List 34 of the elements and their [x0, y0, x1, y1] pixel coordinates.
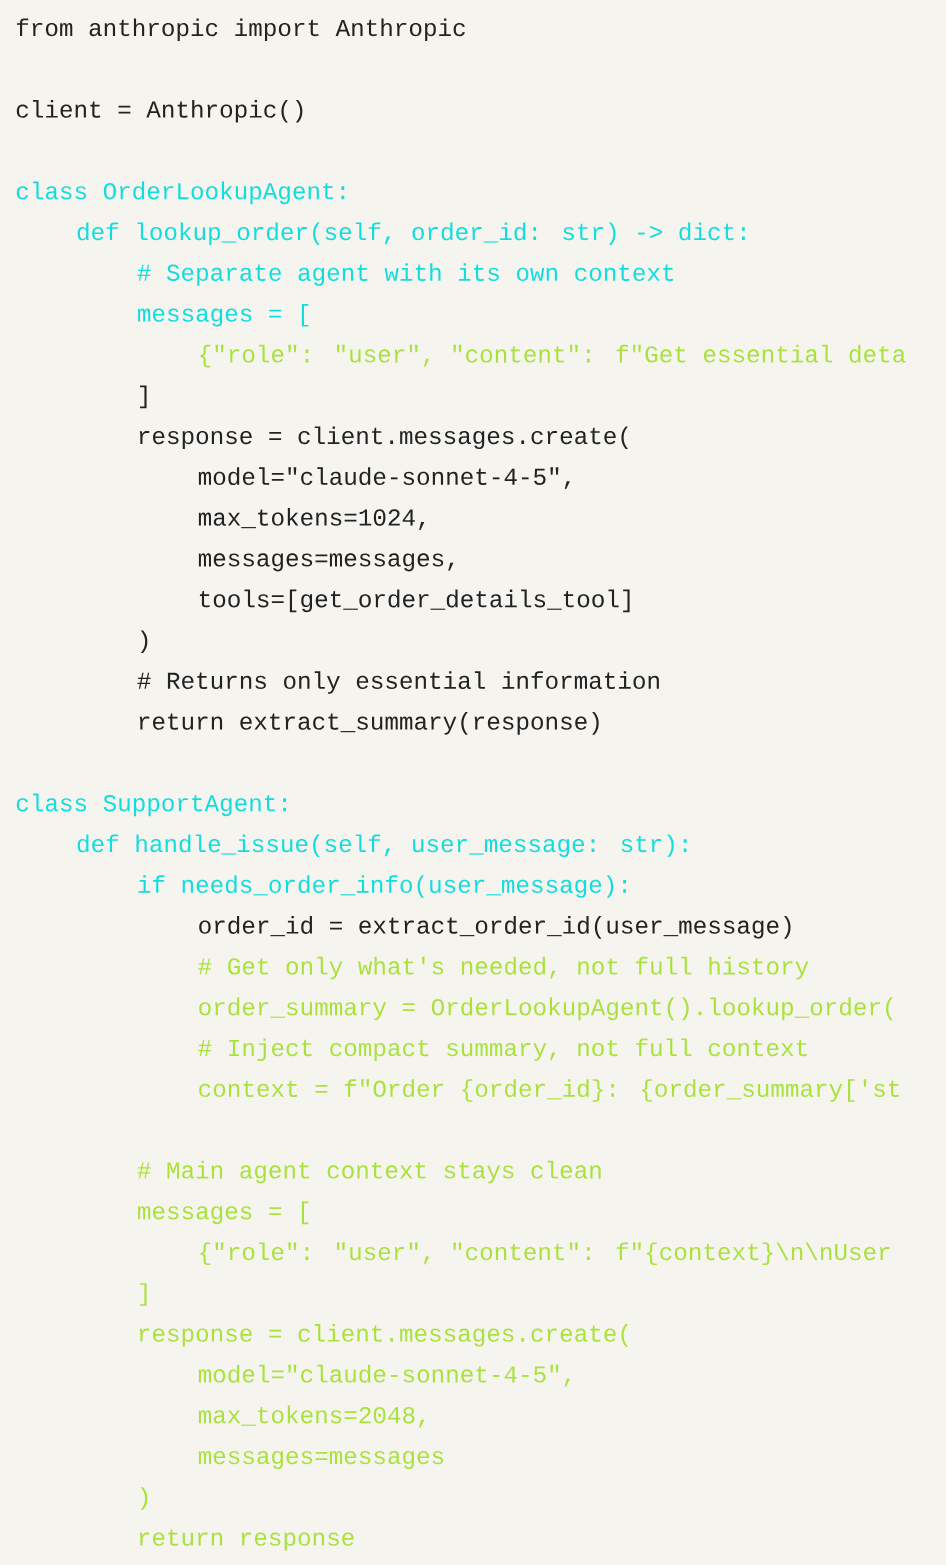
- code-line: tools=[get_order_details_tool]: [199, 589, 630, 613]
- code-line: model="claude-sonnet-4-5",: [198, 1364, 570, 1387]
- code-line: def lookup_order(self, order_id: str) -> dict:: [77, 222, 745, 245]
- code-line: # Main agent context stays clean: [137, 1160, 601, 1184]
- code-line: class OrderLookupAgent:: [16, 181, 345, 205]
- code-line: ): [140, 1487, 148, 1510]
- code-line: {"role": "user", "content": f"Get essential deta: [200, 344, 906, 368]
- code-line: # Inject compact summary, not full context: [198, 1038, 807, 1062]
- code-line: messages = [: [138, 304, 309, 327]
- code-line: order_summary = OrderLookupAgent().lookup_order(: [199, 997, 893, 1021]
- code-line: messages=messages,: [198, 553, 454, 572]
- code-line: {"role": "user", "content": f"{context}\n\nUser: [200, 1242, 890, 1266]
- code-line: ]: [140, 1283, 147, 1306]
- code-line: messages = [: [138, 1201, 309, 1225]
- code-line: ): [140, 630, 148, 654]
- code-line: response = client.messages.create(: [139, 1324, 628, 1347]
- code-line: max_tokens=2048,: [198, 1405, 425, 1428]
- code-line: return response: [139, 1529, 354, 1551]
- code-line: model="claude-sonnet-4-5",: [198, 467, 570, 490]
- code-line: order_id = extract_order_id(user_message): [199, 916, 791, 939]
- code-line: ]: [140, 385, 147, 409]
- code-line: return extract_summary(response): [139, 712, 599, 735]
- code-line: # Separate agent with its own context: [137, 263, 674, 286]
- code-line: class SupportAgent:: [16, 793, 286, 817]
- code-line: messages=messages: [198, 1450, 444, 1469]
- code-line: context = f"Order {order_id}: {order_summary['st: [199, 1079, 899, 1102]
- code-line: # Get only what's needed, not full history: [198, 956, 809, 980]
- code-line: def handle_issue(self, user_message: str):: [77, 834, 687, 858]
- code-line: from anthropic import Anthropic: [16, 18, 465, 41]
- code-line: response = client.messages.create(: [139, 426, 628, 449]
- code-line: client = Anthropic(): [16, 100, 303, 123]
- code-line: if needs_order_info(user_message):: [138, 875, 626, 898]
- code-line: # Returns only essential information: [137, 671, 659, 694]
- code-line: max_tokens=1024,: [198, 508, 425, 530]
